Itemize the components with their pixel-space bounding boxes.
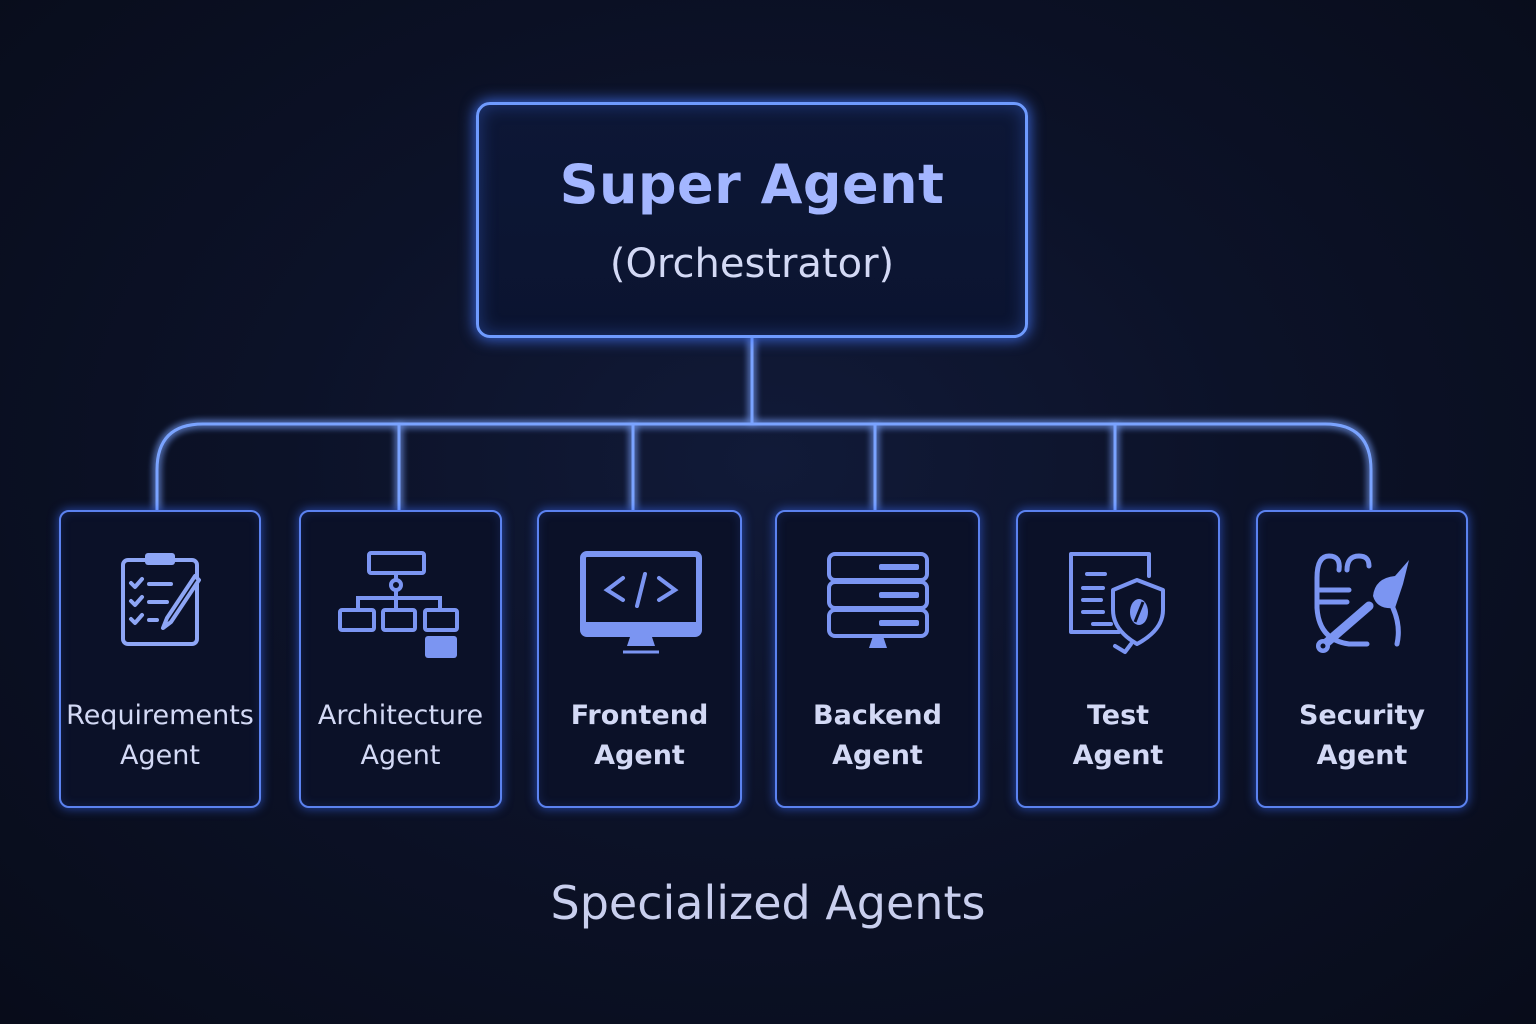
frontend-agent-card: Frontend Agent	[537, 510, 742, 808]
super-agent-subtitle: (Orchestrator)	[609, 241, 895, 287]
agent-label: Architecture Agent	[317, 700, 484, 771]
clipboard-checklist-icon	[121, 553, 201, 646]
requirements-agent-card: Requirements Agent	[59, 510, 261, 808]
hierarchy-diagram-icon	[337, 551, 459, 658]
security-tools-icon	[1314, 553, 1409, 653]
architecture-agent-card: Architecture Agent	[299, 510, 502, 808]
test-agent-card: Test Agent	[1016, 510, 1220, 808]
document-shield-icon	[1069, 552, 1165, 654]
security-agent-card: Security Agent	[1256, 510, 1468, 808]
agent-label: Backend Agent	[813, 700, 942, 771]
agent-label: Requirements Agent	[66, 700, 254, 771]
agent-label: Security Agent	[1298, 700, 1426, 771]
monitor-code-icon	[579, 551, 702, 654]
agent-label: Frontend Agent	[570, 700, 709, 771]
super-agent-title: Super Agent	[559, 153, 945, 216]
specialized-agents-caption: Specialized Agents	[550, 876, 986, 930]
backend-agent-card: Backend Agent	[775, 510, 980, 808]
super-agent-node: Super Agent (Orchestrator)	[476, 102, 1028, 338]
server-stack-icon	[826, 552, 929, 648]
agent-label: Test Agent	[1072, 700, 1164, 771]
